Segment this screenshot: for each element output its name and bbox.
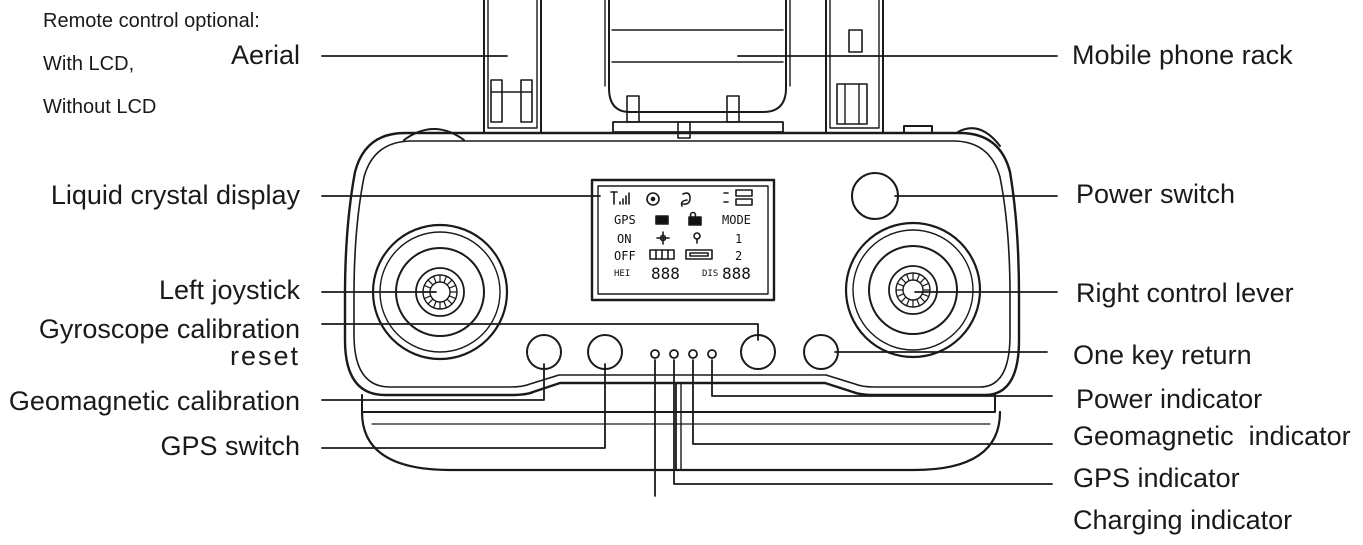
- label-gyroscope-line-2: reset: [229, 341, 300, 371]
- label-charging-indicator: Charging indicator: [1073, 505, 1293, 535]
- lcd-mode-label: MODE: [722, 213, 751, 227]
- left-aerial: [483, 0, 542, 134]
- joystick-grip-ridge: [423, 284, 432, 289]
- note-line-1: Remote control optional:: [43, 10, 260, 32]
- right-aerial: [825, 0, 884, 134]
- joystick-grip-ridge: [916, 298, 921, 307]
- label-power-indicator: Power indicator: [1076, 384, 1263, 414]
- gyroscope-leader: [321, 323, 759, 341]
- joystick-grip-ridge: [919, 277, 926, 284]
- joystick-grip-ridge: [896, 282, 905, 287]
- lcd-hei-label: HEI: [614, 269, 631, 279]
- label-mobile-phone-rack: Mobile phone rack: [1072, 40, 1293, 70]
- joystick-grip-ridge: [427, 298, 434, 305]
- charging-indicator-led: [650, 349, 660, 359]
- lcd-off-label: OFF: [614, 249, 636, 263]
- gps-switch-leader: [321, 363, 606, 449]
- leader-lines: [321, 55, 1058, 497]
- geomagnetic-indicator-led: [688, 349, 698, 359]
- lcd-mode-1: 1: [735, 232, 743, 246]
- lcd-dis-label: DIS: [702, 269, 719, 279]
- lcd-mode-2: 2: [735, 249, 743, 263]
- lcd-gps-label: GPS: [614, 213, 636, 227]
- label-gps-indicator: GPS indicator: [1073, 463, 1240, 493]
- lcd-dis-value: 888: [722, 264, 751, 283]
- power-indicator-leader: [711, 359, 1053, 397]
- lcd-screen: [590, 178, 776, 302]
- lcd-icons: [610, 189, 753, 260]
- joystick-grip-ridge: [432, 300, 437, 309]
- joystick-grip-ridge: [905, 298, 910, 307]
- joystick-grip-ridge: [448, 284, 457, 289]
- joystick-grip-ridge: [446, 279, 453, 286]
- joystick-grip-ridge: [905, 273, 910, 282]
- joystick-grip-ridge: [427, 279, 434, 286]
- label-geomagnetic-calibration: Geomagnetic calibration: [8, 386, 300, 416]
- power-switch-button: [851, 172, 899, 220]
- joystick-grip-ridge: [921, 282, 930, 287]
- shoulder-buttons: [403, 125, 1001, 147]
- battery-bar-icon: [649, 249, 713, 260]
- label-aerial: Aerial: [230, 40, 300, 70]
- joystick-grip-ridge: [919, 296, 926, 303]
- note-line-2: With LCD,: [43, 53, 135, 75]
- signal-icon: [610, 191, 630, 205]
- lcd-hei-value: 888: [651, 264, 680, 283]
- joystick-grip-ridge: [446, 298, 453, 305]
- controller-grip: [360, 383, 1002, 472]
- controller-body: [343, 131, 1021, 397]
- rotate-icon: [680, 192, 691, 207]
- joystick-grip-ridge: [443, 300, 448, 309]
- joystick-grip-ridge: [443, 275, 448, 284]
- bulb-icon: [693, 232, 701, 244]
- battery-icon: [723, 189, 753, 206]
- joystick-grip-ridge: [900, 277, 907, 284]
- joystick-grip-ridge: [432, 275, 437, 284]
- video-camera-icon: [655, 215, 669, 225]
- label-gyroscope-line-1: Gyroscope calibration: [38, 314, 300, 344]
- joystick-grip-ridge: [896, 293, 905, 298]
- right-joystick: [844, 221, 982, 359]
- lcd-on-label: ON: [617, 232, 632, 246]
- target-icon: [646, 192, 660, 206]
- label-right-control-lever: Right control lever: [1076, 278, 1294, 308]
- one-key-return-button: [803, 334, 839, 370]
- label-one-key-return: One key return: [1073, 340, 1252, 370]
- label-geomagnetic-indicator: Geomagnetic indicator: [1073, 421, 1351, 451]
- geomagnetic-indicator-leader: [692, 359, 1053, 445]
- label-liquid-crystal-display: Liquid crystal display: [50, 180, 300, 210]
- gps-indicator-leader: [673, 359, 1053, 485]
- joystick-grip-ridge: [423, 295, 432, 300]
- joystick-grip-ridge: [921, 293, 930, 298]
- joystick-grip-ridge: [448, 295, 457, 300]
- mobile-phone-rack: [604, 0, 791, 139]
- gps-indicator-led: [669, 349, 679, 359]
- power-indicator-led: [707, 349, 717, 359]
- sun-icon: [656, 231, 670, 245]
- label-left-joystick: Left joystick: [158, 275, 300, 305]
- label-power-switch: Power switch: [1076, 179, 1236, 209]
- joystick-grip-ridge: [916, 273, 921, 282]
- label-gps-switch: GPS switch: [160, 431, 300, 461]
- note-line-3: Without LCD: [43, 96, 157, 118]
- joystick-grip-ridge: [900, 296, 907, 303]
- photo-camera-icon: [688, 211, 702, 226]
- geomagnetic-calibration-leader: [321, 363, 545, 401]
